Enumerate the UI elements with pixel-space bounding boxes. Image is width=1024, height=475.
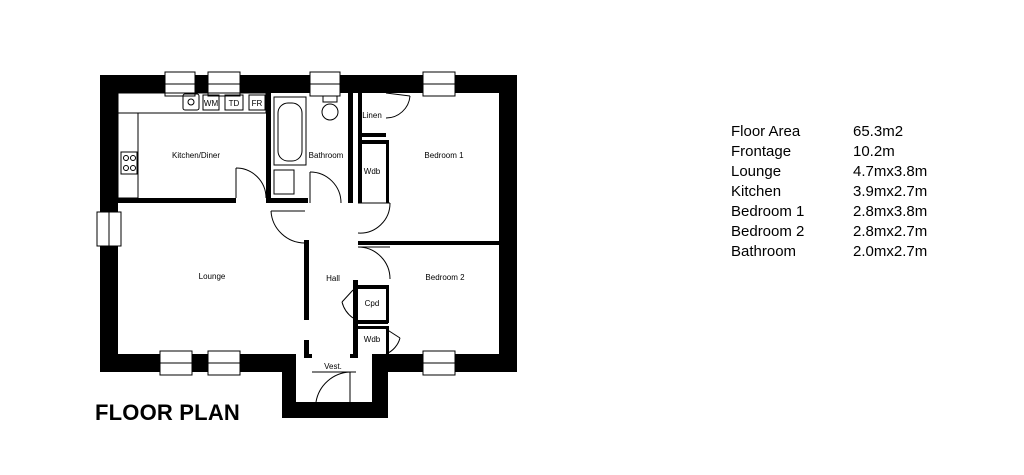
spec-label: Lounge [731,163,782,180]
spec-value: 10.2m [853,143,895,160]
bathroom-fittings [273,95,339,195]
room-label-cupboard: Cpd [365,299,380,308]
spec-row: Bedroom 1 2.8mx3.8m [731,202,927,222]
room-label-vestibule: Vest. [324,362,342,371]
spec-row: Frontage 10.2m [731,142,927,162]
spec-label: Frontage [731,143,792,160]
room-label-bedroom-1: Bedroom 1 [424,151,464,160]
spec-value: 2.0mx2.7m [853,243,928,260]
spec-label: Kitchen [731,183,782,200]
interior-walls [118,93,499,358]
room-label-linen: Linen [362,111,382,120]
kitchen-fittings [117,92,267,199]
spec-value: 4.7mx3.8m [853,163,928,180]
room-label-lounge: Lounge [199,272,226,281]
room-label-bathroom: Bathroom [309,151,344,160]
spec-row: Bedroom 2 2.8mx2.7m [731,222,927,242]
spec-label: Floor Area [731,123,801,140]
spec-label: Bedroom 2 [731,223,805,240]
room-labels: Kitchen/Diner Bathroom Bedroom 1 Bedroom… [172,99,465,371]
appliance-label-wm: WM [204,99,219,108]
room-label-bedroom-2: Bedroom 2 [425,273,465,282]
windows [96,71,456,376]
spec-row: Kitchen 3.9mx2.7m [731,182,927,202]
spec-row: Bathroom 2.0mx2.7m [731,242,927,262]
spec-value: 3.9mx2.7m [853,183,928,200]
spec-value: 65.3m2 [853,123,904,140]
spec-value: 2.8mx3.8m [853,203,928,220]
spec-label: Bathroom [731,243,797,260]
room-label-kitchen: Kitchen/Diner [172,151,220,160]
room-label-wardrobe-top: Wdb [364,167,381,176]
room-label-hall: Hall [326,274,340,283]
doors [235,92,411,403]
spec-row: Lounge 4.7mx3.8m [731,162,927,182]
room-label-wardrobe-bottom: Wdb [364,335,381,344]
spec-value: 2.8mx2.7m [853,223,928,240]
appliance-label-td: TD [229,99,240,108]
spec-label: Bedroom 1 [731,203,805,220]
spec-row: Floor Area 65.3m2 [731,122,927,142]
plan-title: FLOOR PLAN [95,400,240,425]
appliance-label-fr: FR [252,99,263,108]
